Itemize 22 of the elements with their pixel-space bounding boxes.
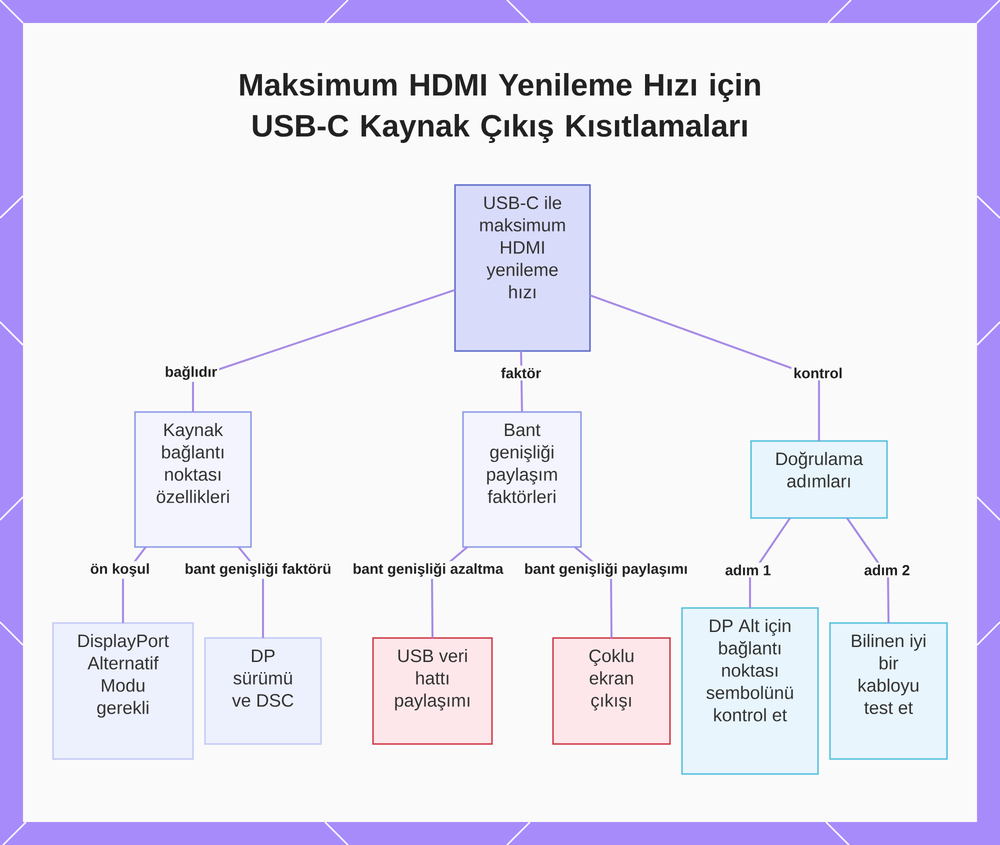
topic-box: Doğrulama adımları xyxy=(750,440,888,519)
connector-line xyxy=(192,288,456,412)
topic-box: DP sürümü ve DSC xyxy=(204,637,322,745)
edge-label: ön koşul xyxy=(88,561,152,579)
edge-label: bant genişliği faktörü xyxy=(182,561,334,579)
edge-label: bant genişliği paylaşımı xyxy=(522,561,690,579)
topic-box: USB-C ile maksimum HDMI yenileme hızı xyxy=(454,184,591,352)
edge-label: bağlıdır xyxy=(162,364,220,382)
edge-label: kontrol xyxy=(791,366,845,380)
edge-label: faktör xyxy=(498,366,544,380)
topic-box: USB veri hattı paylaşımı xyxy=(372,637,493,745)
topic-box: Bant genişliği paylaşım faktörleri xyxy=(462,411,582,548)
topic-box: DisplayPort Alternatif Modu gerekli xyxy=(52,622,194,760)
topic-box: Kaynak bağlantı noktası özellikleri xyxy=(134,411,252,548)
edge-label: adım 1 xyxy=(723,562,773,578)
edge-label: bant genişliği azaltma xyxy=(350,561,506,579)
connector-line xyxy=(590,294,820,441)
topic-box: Bilinen iyi bir kabloyu test et xyxy=(829,622,948,760)
topic-box: DP Alt için bağlantı noktası sembolünü kontrol et xyxy=(681,607,819,775)
title: Maksimum HDMI Yenileme Hızı için USB-C Kaynak Çıkış Kısıtlamaları xyxy=(240,73,760,143)
edge-label: adım 2 xyxy=(862,562,912,578)
topic-box: Çoklu ekran çıkışı xyxy=(552,637,671,745)
